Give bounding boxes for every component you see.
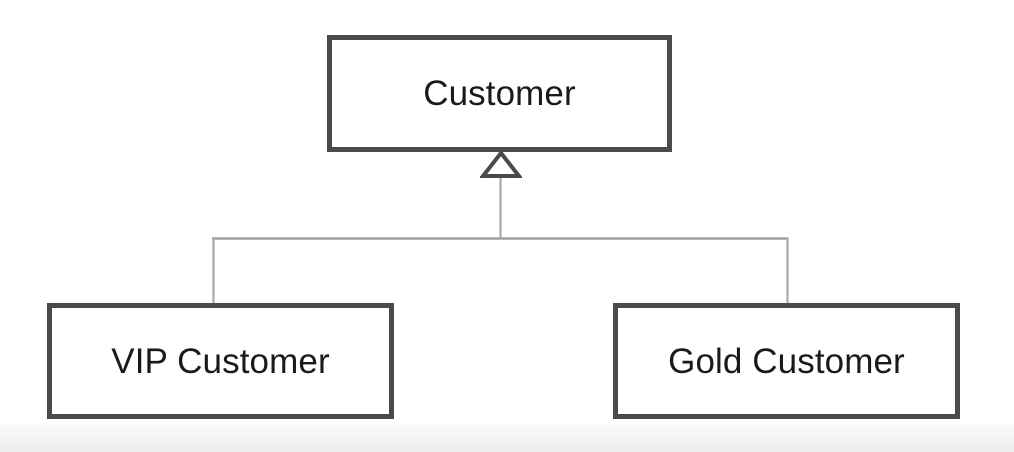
inheritance-triangle-icon [480,150,522,178]
class-name-gold-customer: Gold Customer [668,341,905,381]
class-box-gold-customer[interactable]: Gold Customer [613,303,960,419]
class-box-customer[interactable]: Customer [327,35,672,152]
class-name-customer: Customer [423,74,576,113]
class-name-vip-customer: VIP Customer [111,341,330,381]
bottom-edge-band [0,424,1014,452]
class-box-vip-customer[interactable]: VIP Customer [47,303,394,419]
